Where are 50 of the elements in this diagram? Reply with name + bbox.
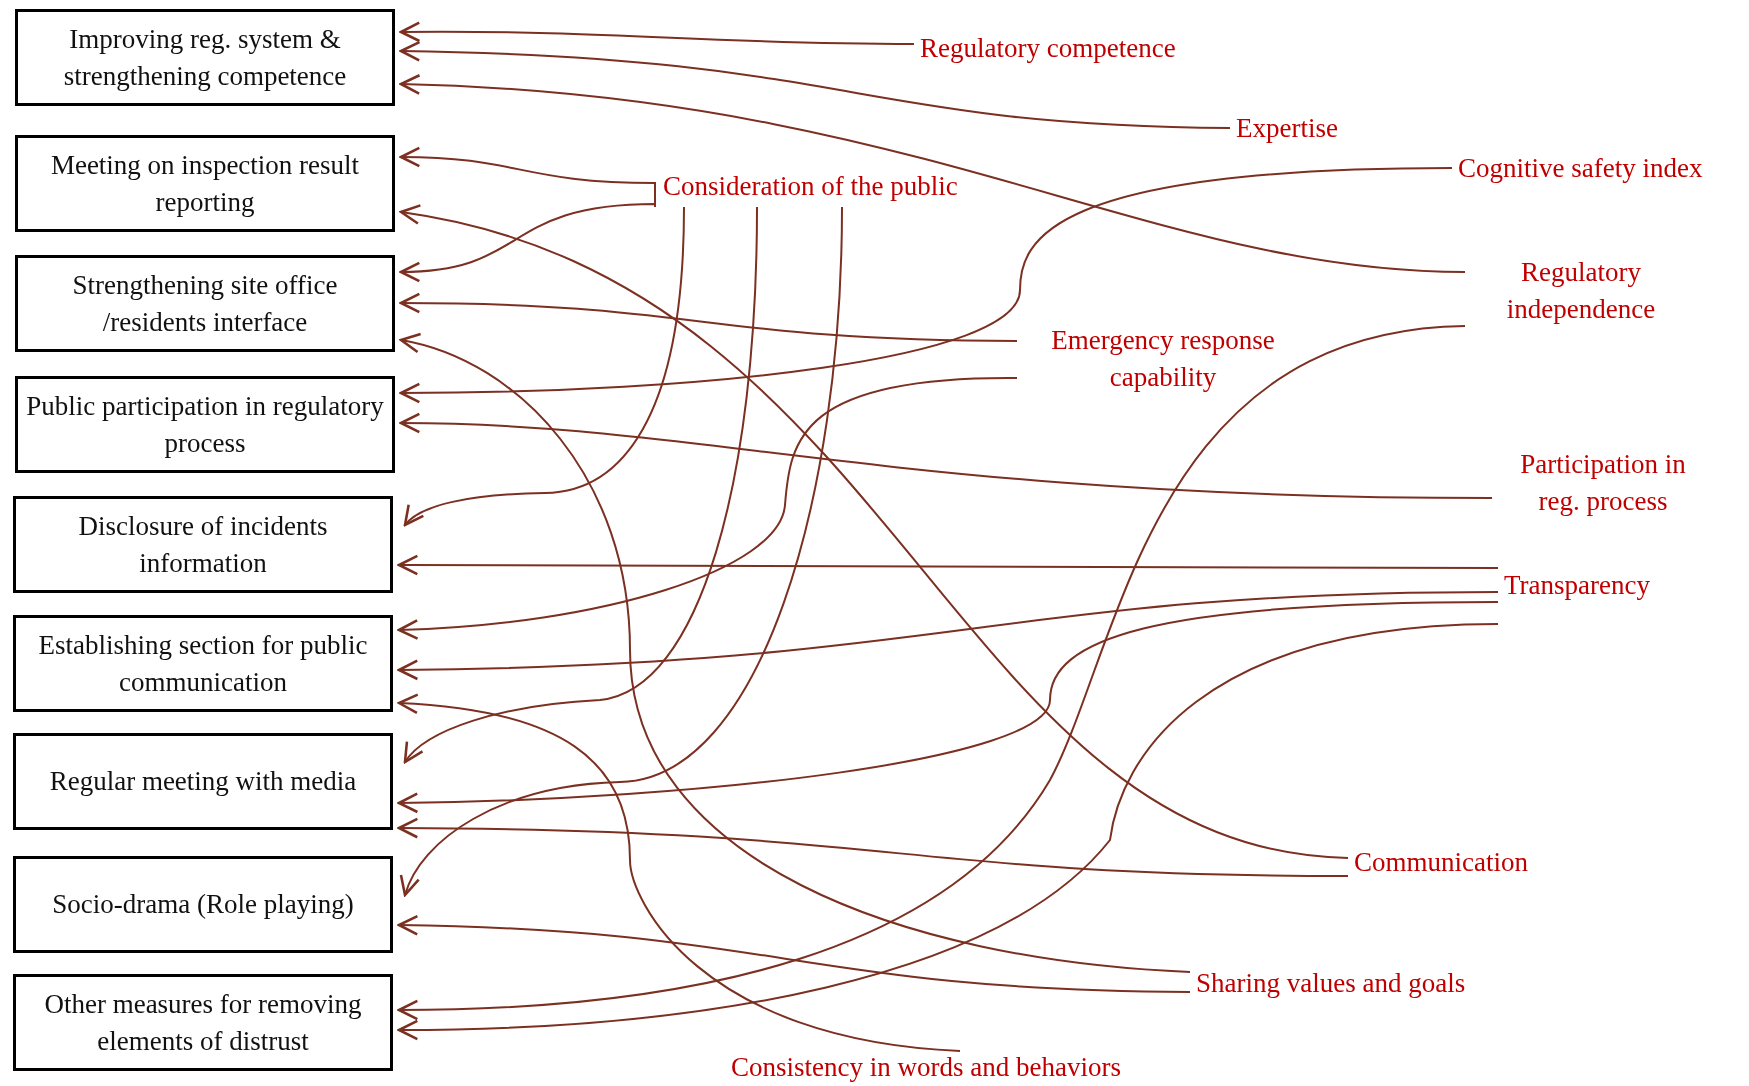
measure-box — [13, 496, 393, 593]
arrow — [401, 206, 843, 897]
arrow — [399, 21, 915, 45]
arrow — [399, 203, 656, 282]
measure-text: Other measures for removing elements of distrust — [43, 987, 363, 1058]
measure-text: Meeting on inspection result reporting — [49, 148, 361, 219]
factor-label: Expertise — [1236, 110, 1338, 147]
factor-label: Regulatory independence — [1471, 254, 1691, 328]
measure-box — [15, 376, 395, 473]
measure-text: Socio-drama (Role playing) — [52, 888, 354, 921]
arrow — [397, 601, 1499, 814]
arrow — [399, 167, 1453, 404]
arrow — [399, 412, 1493, 499]
arrow — [403, 206, 758, 764]
arrow — [399, 205, 1349, 859]
arrow — [397, 591, 1499, 681]
factor-label: Consideration of the public — [663, 168, 958, 205]
measure-box — [13, 856, 393, 953]
measure-box — [13, 974, 393, 1071]
measure-text: Regular meeting with media — [49, 765, 357, 798]
measure-text: Public participation in regulatory process — [25, 389, 385, 460]
arrow — [399, 292, 1018, 342]
arrow — [399, 74, 1466, 273]
factor-label: Transparency — [1504, 567, 1650, 604]
arrow — [399, 334, 1191, 973]
factor-label: Emergency response capability — [1023, 322, 1303, 396]
factor-label: Consistency in words and behaviors — [731, 1049, 1121, 1086]
arrow — [397, 693, 961, 1052]
arrow — [397, 325, 1466, 1021]
arrow — [403, 206, 685, 527]
arrow — [397, 377, 1018, 640]
factor-label: Participation in reg. process — [1498, 446, 1708, 520]
measure-text: Improving reg. system & strengthening competence — [62, 22, 348, 93]
factor-label: Sharing values and goals — [1196, 965, 1466, 1002]
factor-label: Communication — [1354, 844, 1528, 881]
measure-box — [13, 733, 393, 830]
measure-box — [15, 255, 395, 352]
measure-box — [13, 615, 393, 712]
measure-box — [15, 9, 395, 106]
measure-box — [15, 135, 395, 232]
measure-text: Establishing section for public communication — [37, 628, 369, 699]
factor-label: Regulatory competence — [920, 30, 1176, 67]
measure-text: Disclosure of incidents information — [77, 509, 329, 580]
arrow — [397, 915, 1191, 993]
arrow — [399, 41, 1231, 129]
measure-text: Strengthening site office /residents interface — [71, 268, 339, 339]
arrow — [397, 554, 1499, 576]
arrow — [397, 817, 1349, 877]
arrow — [397, 623, 1499, 1041]
factor-label: Cognitive safety index — [1458, 150, 1703, 187]
